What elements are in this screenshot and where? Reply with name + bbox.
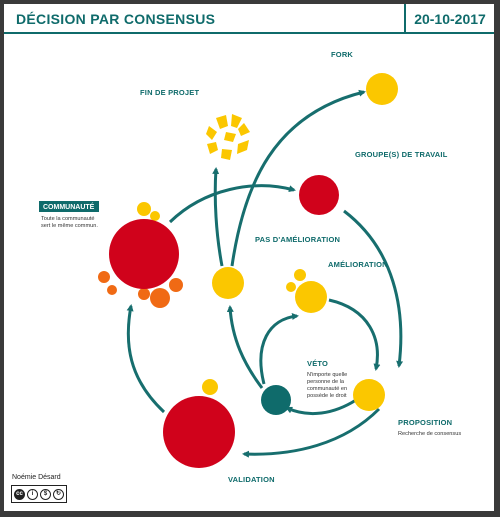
date-label: 20-10-2017 <box>414 11 486 27</box>
veto-label: VÉTO <box>307 359 328 368</box>
veto-desc-line4: possède le droit <box>307 393 347 399</box>
veto-desc-line2: personne de la <box>307 379 345 385</box>
veto-desc-line3: communauté en <box>307 386 347 392</box>
fork-label: FORK <box>331 50 353 59</box>
proposition-desc: Recherche de consensus <box>398 431 461 437</box>
amelioration-label: AMÉLIORATION <box>328 260 388 269</box>
proposition-label: PROPOSITION <box>398 418 452 427</box>
arrow-pas-amelioration-to-fin <box>212 167 224 267</box>
date-box: 20-10-2017 <box>404 4 494 32</box>
veto-node <box>261 385 291 415</box>
cc-by-nc-sa-icon: cc i $ ↻ <box>11 485 67 503</box>
pas-amelioration-label: PAS D'AMÉLIORATION <box>255 235 340 244</box>
infographic-frame: DÉCISION PAR CONSENSUS 20-10-2017 <box>4 4 494 511</box>
proposition-node <box>353 379 385 411</box>
arrow-proposition-to-veto <box>285 398 357 415</box>
validation-label: VALIDATION <box>228 475 275 484</box>
by-icon: i <box>27 488 38 500</box>
validation-accent-dot <box>202 379 218 395</box>
communaute-desc-line1: Toute la communauté <box>41 216 94 222</box>
amelioration-node <box>286 269 327 313</box>
arrow-veto-to-pas-amelioration <box>226 305 264 389</box>
nc-icon: $ <box>40 488 51 500</box>
arrow-proposition-to-validation <box>242 407 381 458</box>
groupes-de-travail-node <box>299 175 339 215</box>
sa-icon: ↻ <box>53 488 64 500</box>
page-title: DÉCISION PAR CONSENSUS <box>16 11 216 27</box>
validation-node <box>163 396 235 468</box>
communaute-badge <box>39 201 99 212</box>
fin-de-projet-node <box>206 114 250 160</box>
author-credit: Noémie Désard <box>12 474 61 481</box>
arrow-pas-amelioration-to-fork <box>230 89 366 267</box>
header-bar: DÉCISION PAR CONSENSUS 20-10-2017 <box>4 4 494 34</box>
pas-amelioration-node <box>212 267 244 299</box>
arrow-veto-to-amelioration <box>259 313 299 385</box>
cc-icon: cc <box>14 488 25 500</box>
veto-desc-line1: N'importe quelle <box>307 372 347 378</box>
communaute-node <box>98 202 183 308</box>
arrow-validation-to-communaute <box>126 304 166 414</box>
communaute-desc-line2: sert le même commun. <box>41 223 98 229</box>
arrow-groupes-to-proposition <box>343 209 404 368</box>
arrow-amelioration-to-proposition <box>328 298 381 371</box>
fin-de-projet-label: FIN DE PROJET <box>140 88 199 97</box>
arrows-group <box>126 89 404 458</box>
groupes-de-travail-label: GROUPE(S) DE TRAVAIL <box>355 150 448 159</box>
consensus-diagram: FORK FIN DE PROJET GROUPE(S) DE TRAVAIL <box>39 50 461 484</box>
arrow-communaute-to-groupes <box>168 184 296 224</box>
communaute-label: COMMUNAUTÉ <box>43 202 95 211</box>
fork-node <box>366 73 398 105</box>
